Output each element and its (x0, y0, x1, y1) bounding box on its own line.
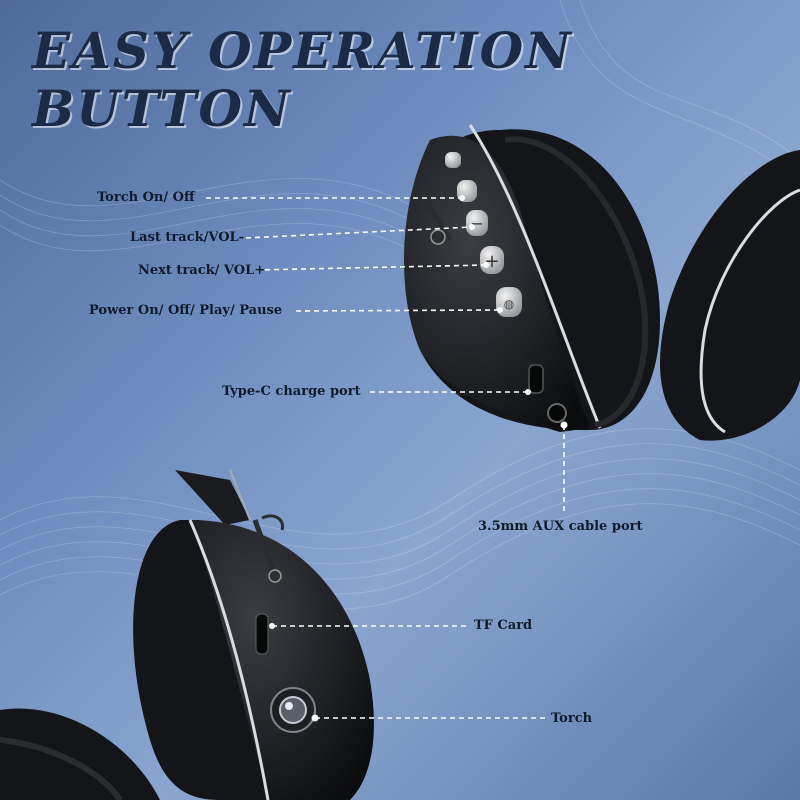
label-torch: Torch (551, 711, 593, 726)
label-next-track: Next track/ VOL+ (138, 263, 266, 278)
plus-button[interactable]: + (480, 246, 504, 274)
plus-icon: + (484, 251, 499, 272)
aux-port[interactable] (547, 403, 567, 423)
background-waves (0, 0, 800, 609)
label-aux: 3.5mm AUX cable port (478, 519, 643, 534)
label-last-track: Last track/VOL- (130, 230, 245, 245)
headphone-bottom (133, 469, 374, 800)
label-tf-card: TF Card (474, 618, 533, 633)
mode-button[interactable] (445, 152, 461, 168)
type-c-port[interactable] (528, 364, 544, 394)
minus-button[interactable]: − (466, 210, 488, 236)
page-title-line2: BUTTON (32, 79, 292, 138)
headphone-left-cup-top (403, 124, 660, 433)
minus-icon: − (470, 214, 483, 233)
page-title-line1: EASY OPERATION (32, 21, 573, 80)
label-power: Power On/ Off/ Play/ Pause (89, 303, 283, 318)
tf-card-slot[interactable] (255, 613, 269, 655)
control-buttons: − + ◍ (445, 152, 567, 423)
leader-lines (206, 197, 565, 719)
headphone-right-cup (660, 150, 800, 441)
torch-lamp (270, 687, 316, 733)
label-torch-on-off: Torch On/ Off (97, 190, 195, 205)
headphone-corner-cup (0, 708, 160, 800)
power-icon: ◍ (504, 297, 515, 311)
label-type-c: Type-C charge port (222, 384, 361, 399)
leader-dots (269, 195, 568, 722)
